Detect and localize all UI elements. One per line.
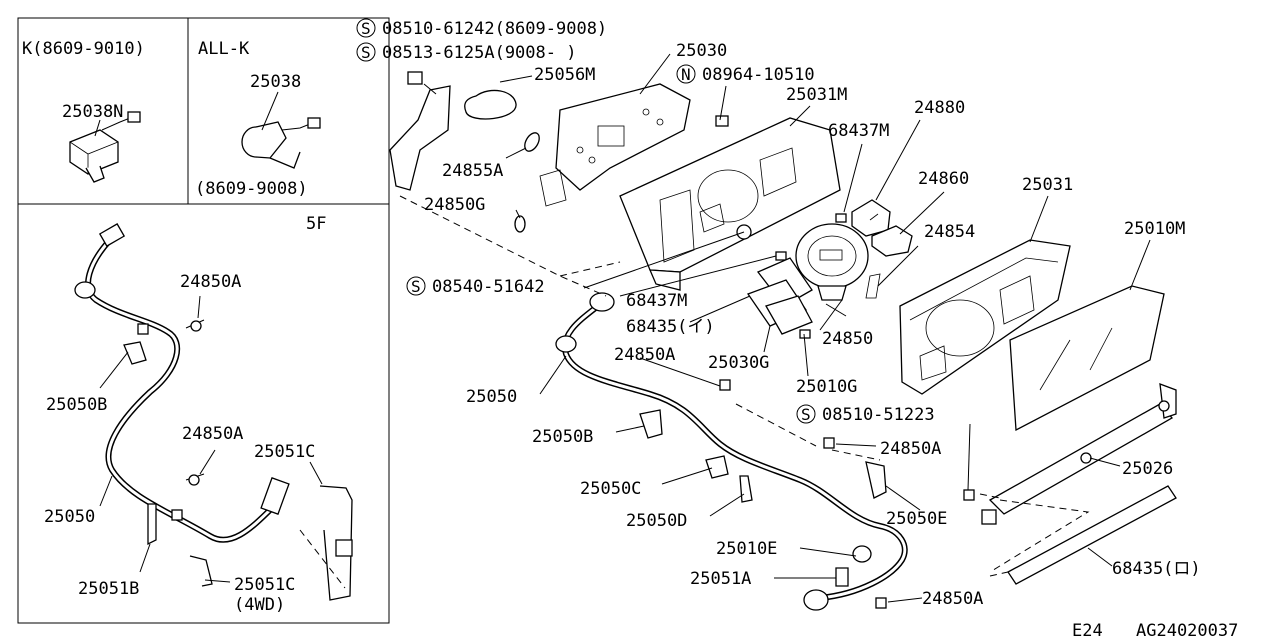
screw-ref-s2[interactable]: S 08513-6125A(9008- ) [356, 42, 576, 63]
screw-ref-n1[interactable]: N 08964-10510 [676, 64, 815, 85]
cable-5f-drawing [74, 223, 353, 601]
part-24850G-label[interactable]: 24850G [424, 195, 485, 215]
inset-frame [17, 17, 390, 624]
lens-25010M-drawing [1009, 285, 1165, 432]
part-25050D-label[interactable]: 25050D [626, 511, 687, 531]
part-68437M-mid-label[interactable]: 68437M [626, 291, 687, 311]
part-24854-label[interactable]: 24854 [924, 222, 975, 242]
part-24850A-inset-mid[interactable]: 24850A [182, 424, 243, 444]
svg-text:S: S [361, 19, 371, 38]
part-25010M-label[interactable]: 25010M [1124, 219, 1185, 239]
part-68435i-label[interactable]: 68435(イ) [626, 317, 715, 337]
n-circle-icon [676, 64, 696, 84]
part-25038-label[interactable]: 25038 [250, 72, 301, 92]
strip-68435ro-drawing [989, 485, 1177, 585]
assembly-dash-lines [399, 195, 1090, 573]
cable-main-drawing [555, 292, 908, 611]
page-code: E24 [1072, 621, 1103, 640]
screw-ref-n1-label: 08964-10510 [702, 65, 815, 85]
part-25031M-label[interactable]: 25031M [786, 85, 847, 105]
part-25051C-inset-bot[interactable]: 25051C [234, 575, 295, 595]
svg-text:S: S [801, 405, 811, 424]
part-25050B-inset[interactable]: 25050B [46, 395, 107, 415]
part-25051A-label[interactable]: 25051A [690, 569, 751, 589]
part-25056M-label[interactable]: 25056M [534, 65, 595, 85]
s-circle-icon [356, 42, 376, 62]
part-25051B-inset[interactable]: 25051B [78, 579, 139, 599]
part-24850-label[interactable]: 24850 [822, 329, 873, 349]
screw-ref-s3[interactable]: S 08540-51642 [406, 276, 545, 297]
part-24850A-main-c-label[interactable]: 24850A [922, 589, 983, 609]
screw-ref-s3-label: 08540-51642 [432, 277, 545, 297]
screw-ref-s1-label: 08510-61242(8609-9008) [382, 19, 607, 39]
part-25050B-main-label[interactable]: 25050B [532, 427, 593, 447]
print-plate-68435i-drawing [746, 257, 813, 339]
part-24850A-inset-top[interactable]: 24850A [180, 272, 241, 292]
part-25031-label[interactable]: 25031 [1022, 175, 1073, 195]
part-24850A-main-a-label[interactable]: 24850A [614, 345, 675, 365]
part-25051C-inset-top[interactable]: 25051C [254, 442, 315, 462]
bulb-drawings [505, 132, 540, 233]
part-24880-label[interactable]: 24880 [914, 98, 965, 118]
part-68435ro-label[interactable]: 68435(ロ) [1112, 559, 1201, 579]
part-25030-label[interactable]: 25030 [676, 41, 727, 61]
inset-allk-label: ALL-K [198, 39, 250, 59]
part-25010E-label[interactable]: 25010E [716, 539, 777, 559]
s-circle-icon [796, 404, 816, 424]
part-24850A-main-b-label[interactable]: 24850A [880, 439, 941, 459]
part-25038N-label[interactable]: 25038N [62, 102, 123, 122]
part-25026-label[interactable]: 25026 [1122, 459, 1173, 479]
part-24855A-label[interactable]: 24855A [442, 161, 503, 181]
screw-ref-s4-label: 08510-51223 [822, 405, 935, 425]
svg-text:N: N [681, 65, 691, 84]
inset-5f-label: 5F [306, 214, 326, 234]
leader-lines [539, 85, 1151, 603]
gauge-24880-drawing [835, 199, 913, 257]
screw-ref-s1[interactable]: S 08510-61242(8609-9008) [356, 18, 607, 39]
printed-circuit-25030-drawing [539, 53, 691, 207]
svg-text:S: S [361, 43, 371, 62]
trim-25026-drawing [963, 383, 1177, 525]
part-4wd-note: (4WD) [234, 595, 285, 615]
relay-25038N-drawing [69, 111, 141, 183]
relay-25038-drawing [241, 91, 321, 169]
part-25030G-label[interactable]: 25030G [708, 353, 769, 373]
bracket-25056M-drawing [389, 71, 533, 191]
part-68437M-top-label[interactable]: 68437M [828, 121, 889, 141]
cover-25031-drawing [899, 239, 1071, 395]
inset-allk-date: (8609-9008) [195, 179, 308, 199]
part-25010G-label[interactable]: 25010G [796, 377, 857, 397]
part-25050-inset[interactable]: 25050 [44, 507, 95, 527]
part-25050-main-label[interactable]: 25050 [466, 387, 517, 407]
s-circle-icon [406, 276, 426, 296]
speedometer-24850-drawing [775, 223, 881, 317]
part-25050C-label[interactable]: 25050C [580, 479, 641, 499]
part-25050E-label[interactable]: 25050E [886, 509, 947, 529]
screw-ref-s2-label: 08513-6125A(9008- ) [382, 43, 576, 63]
s-circle-icon [356, 18, 376, 38]
screw-ref-s4[interactable]: S 08510-51223 [796, 404, 935, 425]
drawing-id: AG24020037 [1136, 621, 1238, 640]
inset-k-label: K(8609-9010) [22, 39, 145, 59]
svg-text:S: S [411, 277, 421, 296]
part-24860-label[interactable]: 24860 [918, 169, 969, 189]
